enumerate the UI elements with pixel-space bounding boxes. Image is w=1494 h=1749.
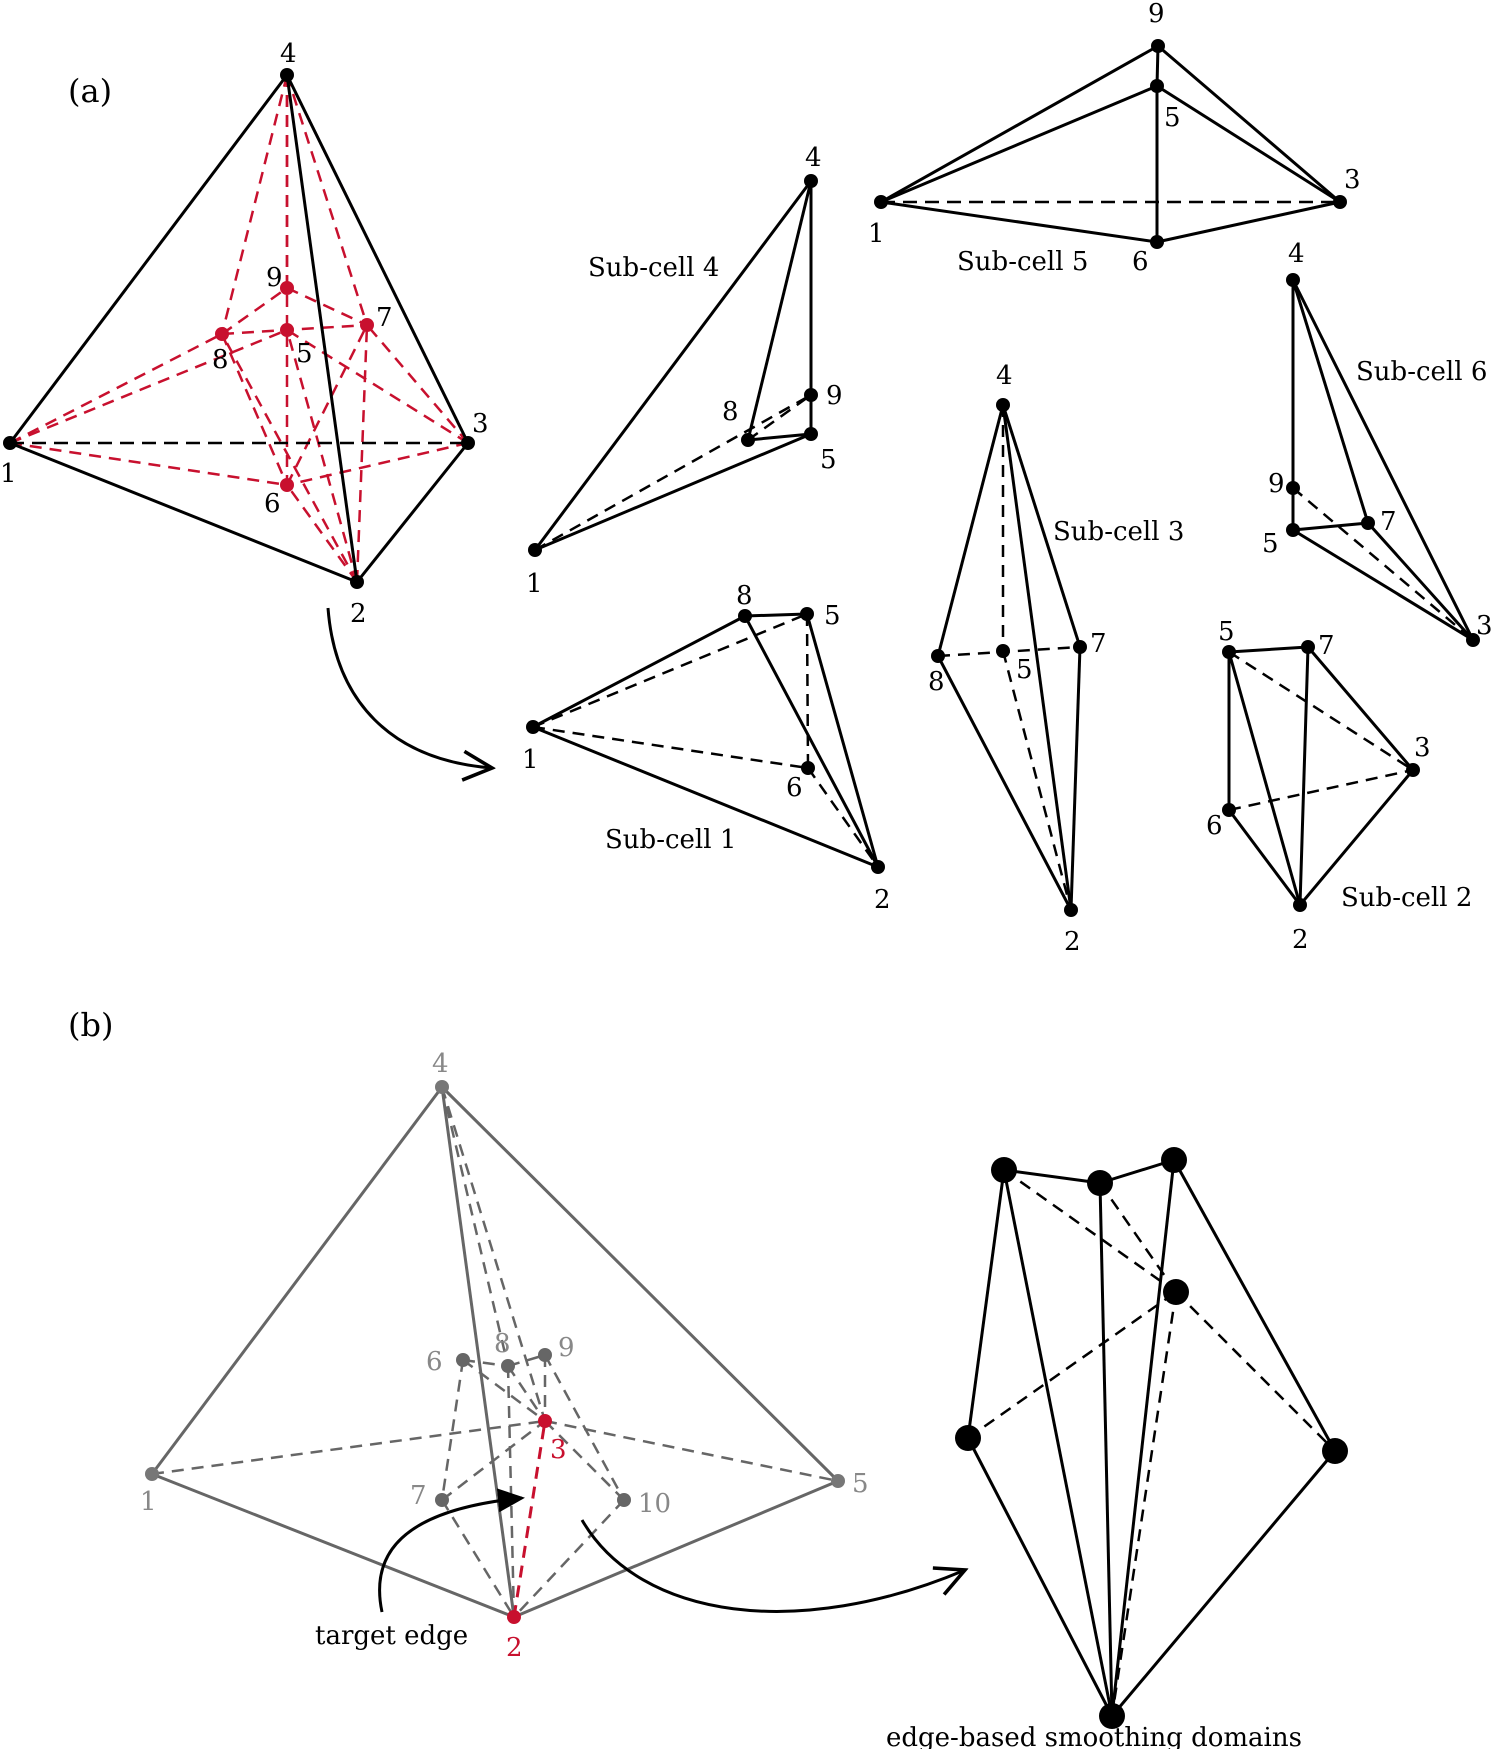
sub-cell-3: 4 8 5 7 2 Sub-cell 3 [928, 361, 1184, 957]
node-label: 3 [1414, 733, 1431, 763]
sub-cell-6: 4 9 5 7 3 Sub-cell 6 [1262, 239, 1493, 647]
sub-cell-6-title: Sub-cell 6 [1356, 357, 1487, 387]
node-label: 8 [928, 667, 945, 697]
node-label: 6 [1132, 247, 1149, 277]
node-label: 8 [494, 1329, 511, 1359]
sub-cell-4: 4 8 9 5 1 Sub-cell 4 [526, 143, 843, 599]
node-label: 5 [820, 445, 837, 475]
panel-a-label: (a) [68, 72, 112, 110]
node-label: 1 [522, 745, 539, 775]
node-label: 9 [1268, 469, 1285, 499]
sub-cell-5-title: Sub-cell 5 [957, 247, 1088, 277]
node-label: 5 [1218, 617, 1235, 647]
target-edge-arrow [378, 1488, 525, 1613]
sub-cell-2-title: Sub-cell 2 [1341, 883, 1472, 913]
node-label: 10 [638, 1489, 671, 1519]
node-label: 5 [1262, 529, 1279, 559]
node-label: 1 [526, 569, 543, 599]
sub-cell-1-title: Sub-cell 1 [605, 825, 736, 855]
node-label: 2 [506, 1633, 523, 1663]
sub-cell-5: 9 5 3 1 6 Sub-cell 5 [868, 0, 1361, 277]
node-label: 6 [264, 489, 281, 519]
node-label: 4 [805, 143, 822, 173]
sub-cell-3-title: Sub-cell 3 [1053, 517, 1184, 547]
node-label: 9 [1148, 0, 1165, 29]
node-label: 4 [1288, 239, 1305, 269]
smoothing-domains-caption: edge-based smoothing domains [886, 1723, 1302, 1749]
target-edge-label: target edge [315, 1621, 468, 1651]
node-label: 7 [410, 1481, 427, 1511]
node-label: 2 [874, 885, 891, 915]
node-label: 2 [1064, 927, 1081, 957]
node-label: 5 [1016, 655, 1033, 685]
node-label: 7 [376, 303, 393, 333]
node-label: 4 [996, 361, 1013, 391]
sub-cell-1: 1 8 5 6 2 Sub-cell 1 [522, 581, 891, 915]
node-label: 9 [826, 381, 843, 411]
node-label: 5 [824, 601, 841, 631]
curved-arrow [326, 607, 492, 768]
node-label: 2 [1292, 925, 1309, 955]
node-label: 9 [558, 1333, 575, 1363]
node-label: 3 [472, 409, 489, 439]
curved-arrow [580, 1519, 965, 1613]
node-label: 1 [0, 459, 17, 489]
node-label: 9 [266, 263, 283, 293]
node-label: 1 [140, 1487, 157, 1517]
node-label: 5 [852, 1469, 869, 1499]
sub-cell-4-title: Sub-cell 4 [588, 253, 719, 283]
smoothing-domain [955, 1147, 1348, 1729]
node-label: 1 [868, 219, 885, 249]
node-label: 8 [212, 345, 229, 375]
edge-domain-tetrahedra: 1 4 5 6 8 9 7 10 3 2 [140, 1049, 869, 1663]
node-label: 3 [1476, 611, 1493, 641]
node-label: 8 [736, 581, 753, 611]
node-label: 7 [1090, 629, 1107, 659]
main-tetrahedron: 1 4 3 2 9 8 5 7 6 [0, 39, 489, 629]
node-label: 6 [786, 773, 803, 803]
node-label: 6 [1206, 811, 1223, 841]
node-label: 8 [722, 397, 739, 427]
target-edge-line [512, 1420, 547, 1618]
node-label: 2 [350, 599, 367, 629]
node-label: 4 [280, 39, 297, 69]
node-label: 6 [426, 1347, 443, 1377]
node-label: 7 [1318, 631, 1335, 661]
node-label: 4 [432, 1049, 449, 1079]
node-label: 7 [1380, 507, 1397, 537]
panel-b-label: (b) [68, 1006, 113, 1044]
node-label: 5 [296, 339, 313, 369]
node-label: 3 [550, 1435, 567, 1465]
sub-cell-2: 5 7 3 6 2 Sub-cell 2 [1206, 617, 1472, 955]
node-label: 3 [1344, 165, 1361, 195]
node-label: 5 [1164, 103, 1181, 133]
